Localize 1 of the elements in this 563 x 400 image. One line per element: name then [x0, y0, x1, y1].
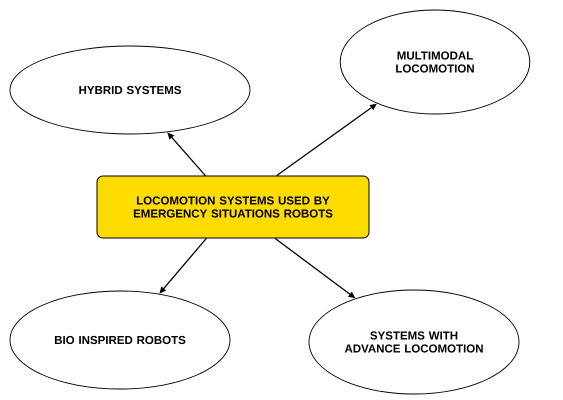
process-box: LOCOMOTION SYSTEMS USED BY EMERGENCY SITUATIONS ROBOTS	[96, 176, 370, 238]
